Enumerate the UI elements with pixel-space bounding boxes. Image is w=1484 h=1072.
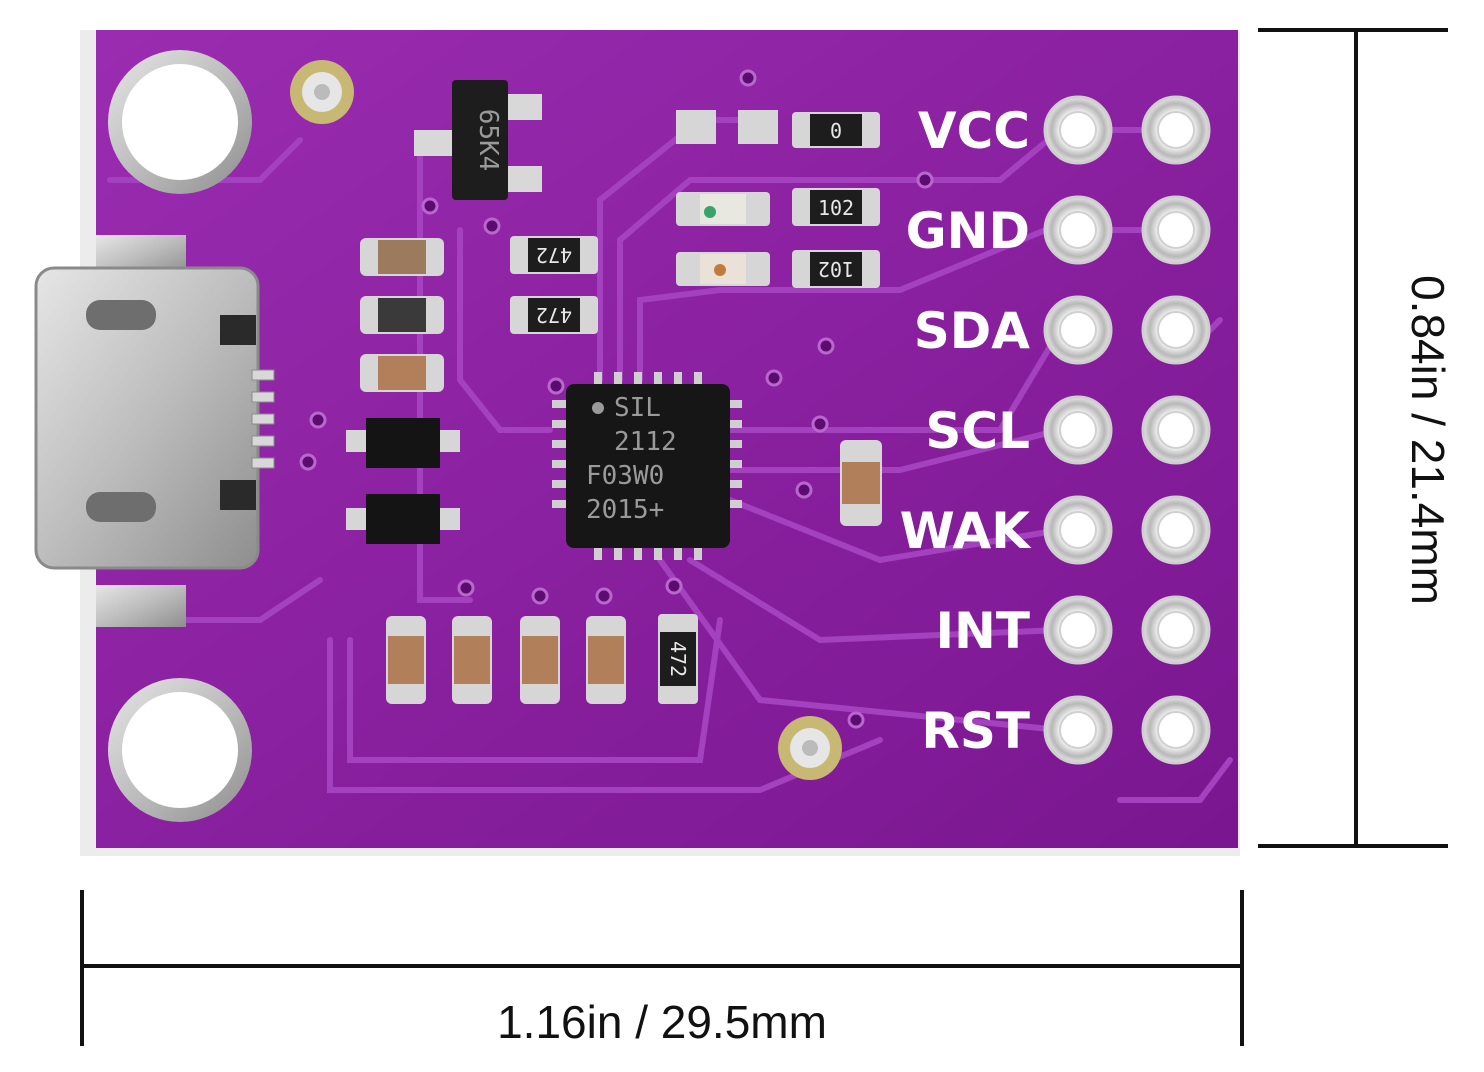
pin-hole-sda-2 xyxy=(1157,311,1195,349)
pin-hole-wak-2 xyxy=(1157,511,1195,549)
resistors-472: 472 472 472 xyxy=(510,236,698,704)
pin-label-gnd: GND xyxy=(906,202,1030,260)
capacitor-group-left xyxy=(360,238,444,392)
main-chip: SIL 2112 F03W0 2015+ xyxy=(552,372,742,560)
fiducial-top xyxy=(290,60,354,124)
pin-hole-scl-2 xyxy=(1157,411,1195,449)
resistor-472-a: 472 xyxy=(536,243,572,267)
regulator-marking: 65K4 xyxy=(473,109,503,172)
pin-label-scl: SCL xyxy=(925,402,1030,460)
status-leds xyxy=(676,192,770,286)
chip-marking-line-4: 2015+ xyxy=(586,495,664,525)
vias xyxy=(299,69,934,729)
chip-marking-line-3: F03W0 xyxy=(586,461,664,491)
pin-hole-int-2 xyxy=(1157,611,1195,649)
pin-hole-rst-1 xyxy=(1059,711,1097,749)
diodes xyxy=(346,418,460,544)
resistor-472-b: 472 xyxy=(536,303,572,327)
pin-hole-vcc-1 xyxy=(1059,111,1097,149)
pin-hole-rst-2 xyxy=(1157,711,1195,749)
pin-label-rst: RST xyxy=(921,702,1030,760)
mounting-hole-top xyxy=(108,50,252,194)
micro-usb-connector xyxy=(34,235,275,627)
mounting-hole-bottom xyxy=(108,678,252,822)
pin-hole-scl-1 xyxy=(1059,411,1097,449)
header-pins: VCC GND SDA SCL WAK INT RST xyxy=(900,95,1211,765)
pin-label-wak: WAK xyxy=(900,502,1033,560)
pin-label-vcc: VCC xyxy=(918,102,1030,160)
resistor-472-c: 472 xyxy=(666,641,690,677)
pin-hole-gnd-2 xyxy=(1157,211,1195,249)
width-dimension xyxy=(80,890,1244,1046)
capacitor-right xyxy=(840,440,882,526)
resistor-102-b: 102 xyxy=(818,257,854,281)
capacitor-group-bottom xyxy=(386,616,626,704)
chip-marking-line-2: 2112 xyxy=(614,427,677,457)
pin-hole-vcc-2 xyxy=(1157,111,1195,149)
pin-hole-wak-1 xyxy=(1059,511,1097,549)
width-dimension-label: 1.16in / 29.5mm xyxy=(497,996,827,1048)
resistor-102-a: 102 xyxy=(818,196,854,220)
pcb-traces xyxy=(107,117,1233,803)
pin-hole-gnd-1 xyxy=(1059,211,1097,249)
pin-label-int: INT xyxy=(935,602,1030,660)
voltage-regulator: 65K4 xyxy=(414,80,542,200)
chip-marking-line-1: SIL xyxy=(614,393,661,423)
pin-hole-sda-1 xyxy=(1059,311,1097,349)
height-dimension xyxy=(1258,28,1448,848)
height-dimension-label: 0.84in / 21.4mm xyxy=(1402,275,1454,605)
pin-label-sda: SDA xyxy=(914,302,1031,360)
resistors-102: 102 102 xyxy=(792,188,880,288)
pin-hole-int-1 xyxy=(1059,611,1097,649)
chip-pins xyxy=(552,372,742,560)
resistor-0: 0 xyxy=(830,119,842,143)
fiducial-bottom xyxy=(778,716,842,780)
top-smd-parts: 0 xyxy=(676,110,880,148)
